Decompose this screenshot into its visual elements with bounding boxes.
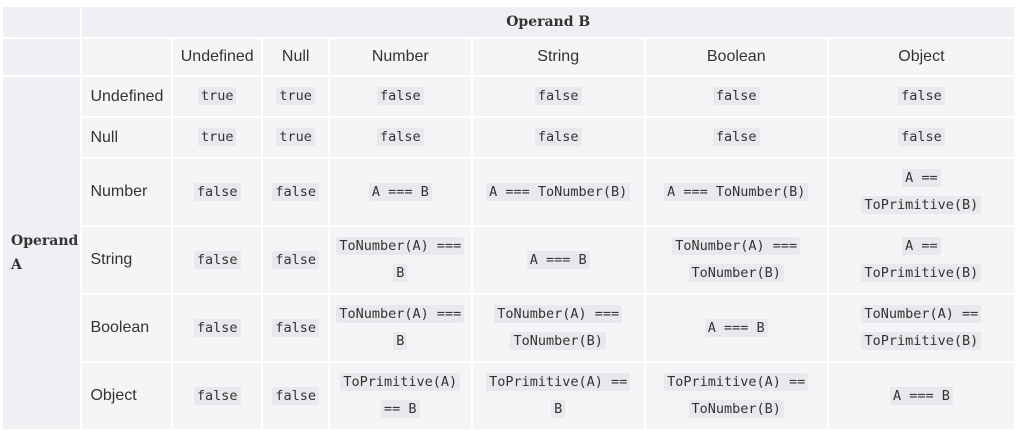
cell-value: A === ToNumber(B) [486, 182, 631, 201]
table-cell: true [263, 118, 328, 157]
cell-value: false [272, 182, 319, 201]
table-cell: false [263, 295, 328, 361]
cell-value: ToPrimitive(A) == B [486, 373, 631, 418]
table-row: Null true true false false false false [3, 118, 1014, 157]
table-cell: false [472, 118, 644, 157]
cell-value: ToPrimitive(A) == ToNumber(B) [664, 373, 809, 418]
operand-b-header: Operand B [82, 7, 1014, 37]
table-cell: ToNumber(A) === B [329, 227, 471, 293]
cell-value: ToNumber(A) == ToPrimitive(B) [861, 305, 982, 350]
table-cell: A === B [645, 295, 827, 361]
row-header: Boolean [82, 295, 171, 361]
cell-value: false [898, 128, 945, 146]
table-cell: true [172, 77, 262, 116]
cell-value: false [534, 87, 582, 105]
row-header: String [82, 227, 171, 293]
table-cell: A === ToNumber(B) [472, 159, 644, 225]
table-cell: ToPrimitive(A) == B [329, 363, 471, 429]
table-cell: false [828, 77, 1014, 116]
cell-value: true [197, 128, 237, 146]
table-cell: true [172, 118, 262, 157]
cell-value: false [376, 128, 424, 146]
table-cell: false [329, 77, 471, 116]
cell-value: false [272, 318, 319, 337]
row-header: Undefined [82, 77, 171, 116]
cell-value: false [193, 182, 241, 201]
cell-value: ToNumber(A) === ToNumber(B) [672, 237, 801, 282]
table-row: Number false false A === B A === ToNumber(B)… [3, 159, 1014, 225]
table-cell: false [172, 363, 262, 429]
corner-cell [3, 7, 81, 37]
table-cell: A === ToNumber(B) [645, 159, 827, 225]
table-cell: ToPrimitive(A) == B [472, 363, 644, 429]
row-header: Null [82, 118, 171, 157]
table-cell: A === B [472, 227, 644, 293]
blank-column-header [82, 39, 171, 75]
cell-value: A === ToNumber(B) [664, 182, 809, 201]
table-cell: ToNumber(A) == ToPrimitive(B) [828, 295, 1014, 361]
table-cell: false [263, 363, 328, 429]
column-header-undefined: Undefined [172, 39, 262, 75]
table-cell: false [828, 118, 1014, 157]
table-cell: false [645, 77, 827, 116]
table-cell: A === B [828, 363, 1014, 429]
column-header-number: Number [329, 39, 471, 75]
table-cell: false [329, 118, 471, 157]
cell-value: A === B [889, 386, 953, 405]
row-header: Number [82, 159, 171, 225]
cell-value: false [272, 250, 319, 269]
row-header: Object [82, 363, 171, 429]
table-cell: false [263, 159, 328, 225]
operand-a-label: Operand A [11, 233, 79, 273]
table-cell: false [472, 77, 644, 116]
cell-value: false [712, 128, 760, 146]
cell-value: true [197, 87, 237, 105]
table-row: String false false ToNumber(A) === B A === B… [3, 227, 1014, 293]
cell-value: false [712, 87, 760, 105]
table-cell: A == ToPrimitive(B) [828, 227, 1014, 293]
cell-value: true [276, 128, 315, 146]
table-cell: true [263, 77, 328, 116]
table-cell: ToNumber(A) === B [329, 295, 471, 361]
cell-value: true [276, 87, 315, 105]
operand-a-header: Operand A [3, 77, 81, 429]
equality-table: Operand B Undefined Null Number String B… [1, 5, 1016, 431]
cell-value: false [534, 128, 582, 146]
cell-value: A == ToPrimitive(B) [861, 237, 982, 282]
table-cell: false [263, 227, 328, 293]
table-cell: A == ToPrimitive(B) [828, 159, 1014, 225]
cell-value: false [376, 87, 424, 105]
cell-value: A === B [368, 182, 432, 201]
corner-cell-2 [3, 39, 81, 75]
cell-value: ToNumber(A) === B [336, 237, 465, 282]
cell-value: false [193, 250, 241, 269]
column-header-object: Object [828, 39, 1014, 75]
table-row: Object false false ToPrimitive(A) == B ToPri… [3, 363, 1014, 429]
cell-value: false [193, 318, 241, 337]
cell-value: false [898, 87, 945, 105]
table-cell: ToNumber(A) === ToNumber(B) [472, 295, 644, 361]
cell-value: A === B [704, 318, 768, 337]
table-cell: A === B [329, 159, 471, 225]
cell-value: A === B [526, 250, 590, 269]
cell-value: ToNumber(A) === B [336, 305, 465, 350]
cell-value: A == ToPrimitive(B) [861, 169, 982, 214]
table-cell: false [172, 227, 262, 293]
table-cell: false [645, 118, 827, 157]
cell-value: false [193, 386, 241, 405]
table-cell: false [172, 159, 262, 225]
column-header-null: Null [263, 39, 328, 75]
table-cell: ToNumber(A) === ToNumber(B) [645, 227, 827, 293]
column-header-boolean: Boolean [645, 39, 827, 75]
cell-value: false [272, 386, 319, 405]
table-row: Operand A Undefined true true false false fals… [3, 77, 1014, 429]
table-cell: false [172, 295, 262, 361]
cell-value: ToPrimitive(A) == B [340, 373, 461, 418]
cell-value: ToNumber(A) === ToNumber(B) [494, 305, 623, 350]
table-cell: ToPrimitive(A) == ToNumber(B) [645, 363, 827, 429]
column-header-string: String [472, 39, 644, 75]
table-row: Boolean false false ToNumber(A) === B ToNumb… [3, 295, 1014, 361]
